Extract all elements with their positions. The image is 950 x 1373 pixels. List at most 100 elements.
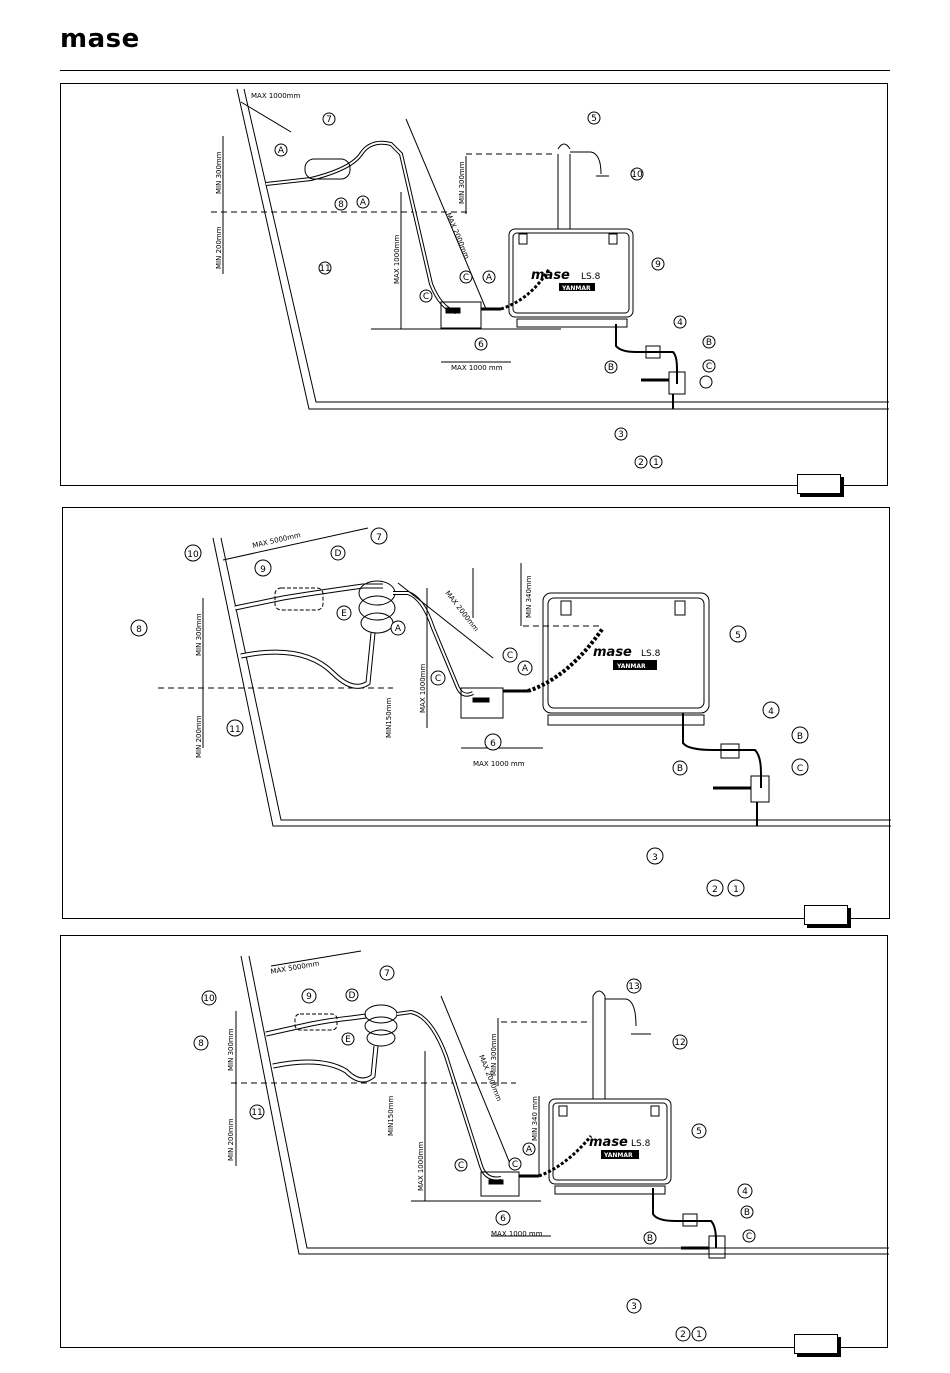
callout-B: B: [706, 338, 712, 348]
callout-B: B: [677, 764, 683, 774]
callout-A: A: [278, 146, 285, 156]
figure-tab-2: [804, 905, 848, 925]
callout-11: 11: [319, 264, 330, 274]
callout-5: 5: [735, 631, 741, 641]
callout-8: 8: [198, 1039, 204, 1049]
generator-enclosure: [508, 228, 634, 318]
callout-C: C: [458, 1161, 464, 1171]
generator-brand: mase: [531, 268, 570, 283]
callout-7: 7: [376, 533, 382, 543]
callout-C: C: [435, 674, 441, 684]
callout-B: B: [797, 732, 803, 742]
seacock: [668, 371, 686, 395]
brand-logo: mase: [60, 24, 140, 54]
dim-min-300: MIN 300mm: [227, 1028, 235, 1071]
callout-E: E: [341, 609, 347, 619]
callout-8: 8: [338, 200, 344, 210]
dim-max-1000-bottom: MAX 1000 mm: [473, 760, 525, 768]
callout-C: C: [797, 764, 803, 774]
dim-min-200: MIN 200mm: [215, 226, 223, 269]
dim-max-1000-bottom: MAX 1000 mm: [451, 364, 503, 372]
callout-12: 12: [674, 1038, 685, 1048]
callout-10: 10: [187, 550, 199, 560]
engine-label: YANMAR: [603, 1152, 633, 1159]
callout-A: A: [395, 624, 402, 634]
callout-11: 11: [251, 1108, 262, 1118]
generator-model: LS.8: [581, 272, 601, 282]
callout-C: C: [507, 651, 513, 661]
callout-3: 3: [631, 1302, 637, 1312]
hull-line: [236, 88, 889, 410]
header-rule: [60, 70, 890, 71]
engine-label: YANMAR: [561, 285, 591, 292]
diagram-panel-2: 10 9 8 11 7 D E A C A C 6 5 4 B C 3 2 1 …: [62, 507, 891, 919]
callout-C: C: [706, 362, 712, 372]
silencer: [304, 158, 351, 180]
callout-7: 7: [326, 115, 332, 125]
engine-label: YANMAR: [616, 663, 646, 670]
callout-9: 9: [306, 992, 312, 1002]
dim-min-300: MIN 300mm: [215, 151, 223, 194]
figure-tab-3: [794, 1334, 838, 1354]
diagram-panel-1: 5 10 9 7 8 11 6 4 B C 3 1 2 A A C A C B …: [60, 83, 889, 486]
callout-C: C: [463, 273, 469, 283]
callout-6: 6: [490, 739, 496, 749]
dim-min-200: MIN 200mm: [195, 715, 203, 758]
dim-max-1000-vert: MAX 1000mm: [417, 1142, 425, 1191]
callout-2: 2: [712, 885, 718, 895]
exhaust-hose: [265, 140, 457, 314]
waterlock-muffler: [440, 301, 482, 329]
callout-1: 1: [653, 458, 659, 468]
callout-B: B: [608, 363, 614, 373]
callout-E: E: [345, 1035, 351, 1045]
callout-A: A: [526, 1145, 533, 1155]
callout-C: C: [512, 1160, 518, 1170]
dim-min-300: MIN 300mm: [195, 613, 203, 656]
callout-4: 4: [677, 318, 683, 328]
callout-9: 9: [655, 260, 661, 270]
dim-min-150: MIN150mm: [387, 1095, 395, 1136]
callout-1: 1: [696, 1330, 702, 1340]
generator-model: LS.8: [641, 649, 661, 659]
dim-min-150: MIN150mm: [385, 697, 393, 738]
dim-min-340: MIN 340mm: [525, 575, 533, 618]
callout-6: 6: [500, 1214, 506, 1224]
dim-min-200: MIN 200mm: [227, 1118, 235, 1161]
callout-6: 6: [478, 340, 484, 350]
dim-max-1000-vert: MAX 1000mm: [419, 664, 427, 713]
callout-C: C: [423, 292, 429, 302]
figure-tab-1: [797, 474, 841, 494]
callout-4: 4: [768, 707, 774, 717]
callout-10: 10: [631, 170, 643, 180]
callout-3: 3: [652, 853, 658, 863]
generator-model: LS.8: [631, 1139, 651, 1149]
callout-2: 2: [638, 458, 644, 468]
callout-5: 5: [591, 114, 597, 124]
callout-8: 8: [136, 625, 142, 635]
callout-5: 5: [696, 1127, 702, 1137]
callout-B: B: [647, 1234, 653, 1244]
callout-B: B: [744, 1208, 750, 1218]
dim-max-1000-top: MAX 1000mm: [251, 92, 300, 100]
installation-diagram-2: 10 9 8 11 7 D E A C A C 6 5 4 B C 3 2 1 …: [130, 527, 891, 897]
callouts-panel-1: 5 10 9 7 8 11 6 4 B C 3 1 2 A A C A C B: [274, 111, 716, 469]
callout-4: 4: [742, 1187, 748, 1197]
strainer: [645, 345, 661, 359]
generator-brand: mase: [593, 645, 632, 660]
callout-D: D: [335, 549, 342, 559]
callout-A: A: [522, 664, 529, 674]
callout-A: A: [360, 198, 367, 208]
dim-max-2000: MAX 2000mm: [444, 212, 471, 261]
dim-min-300-vent: MIN 300mm: [458, 161, 466, 204]
callout-3: 3: [618, 430, 624, 440]
callout-1: 1: [733, 885, 739, 895]
dim-min-300-vent: MIN 300mm: [490, 1033, 498, 1076]
callout-7: 7: [384, 969, 390, 979]
dim-max-1000-bottom: MAX 1000 mm: [491, 1230, 543, 1238]
diagram-panel-3: 10 8 11 9 7 D E 13 12 5 6 4 B C 3 2 1 B …: [60, 935, 889, 1348]
dim-min-340: MIN 340 mm: [531, 1096, 539, 1141]
generator-brand: mase: [589, 1135, 628, 1150]
dim-max-1000-vert: MAX 1000mm: [393, 235, 401, 284]
dim-max-2000: MAX 2000mm: [443, 589, 480, 633]
callout-9: 9: [260, 565, 266, 575]
